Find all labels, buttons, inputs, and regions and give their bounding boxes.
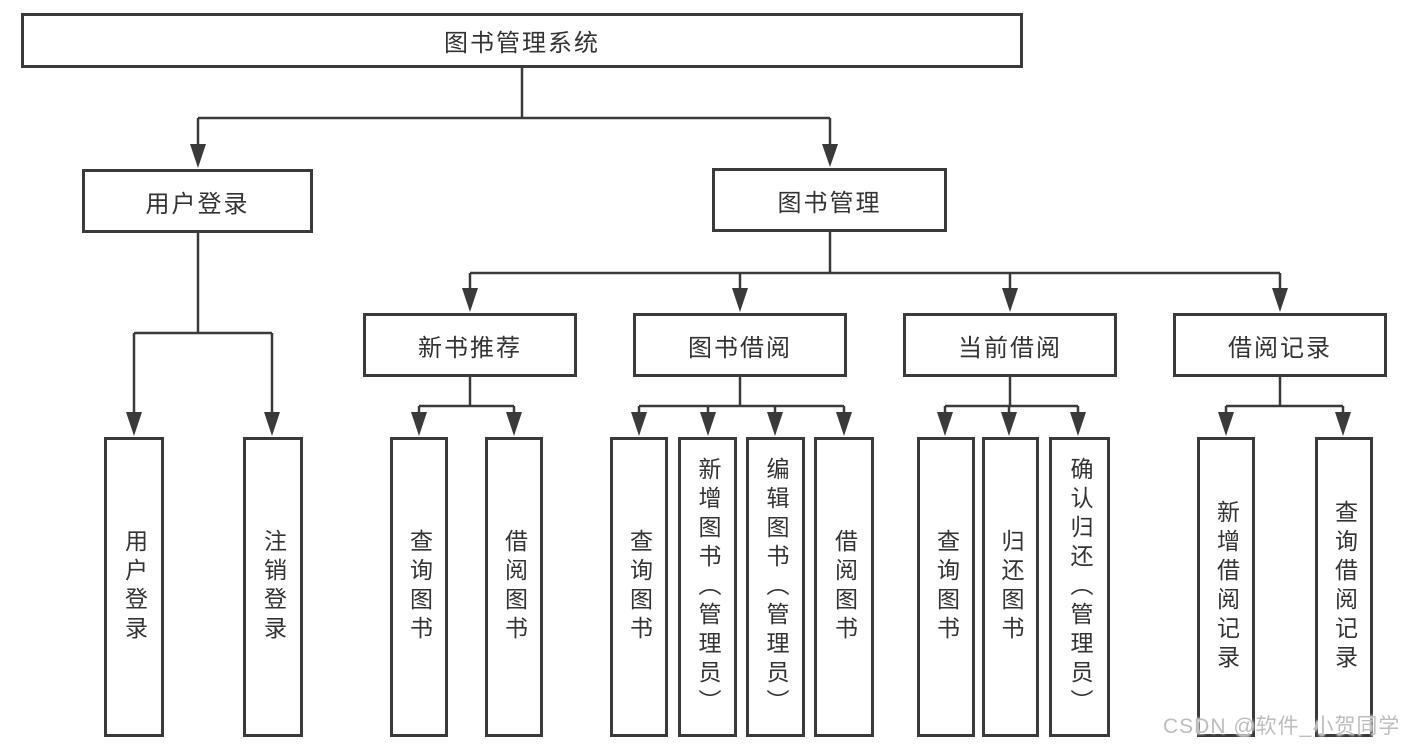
leaf-confirm-return: 确认归还（管理员） xyxy=(1049,437,1110,737)
leaf-add-book-label: 新增图书（管理员） xyxy=(695,456,721,718)
node-current-borrow: 当前借阅 xyxy=(903,313,1117,377)
leaf-borrow-book-2-label: 借阅图书 xyxy=(831,529,858,645)
node-user-login: 用户登录 xyxy=(82,169,313,233)
node-new-book-recommend: 新书推荐 xyxy=(363,313,577,377)
leaf-user-login: 用户登录 xyxy=(104,437,164,737)
node-book-management: 图书管理 xyxy=(712,168,947,232)
leaf-query-borrow-record: 查询借阅记录 xyxy=(1315,437,1373,737)
leaf-add-borrow-record-label: 新增借阅记录 xyxy=(1213,500,1240,674)
watermark: CSDN @软件_小贺同学 xyxy=(1163,715,1401,738)
leaf-add-borrow-record: 新增借阅记录 xyxy=(1197,437,1255,737)
arrowheads xyxy=(126,144,1351,436)
leaf-query-book-3: 查询图书 xyxy=(917,437,975,737)
leaf-return-book-label: 归还图书 xyxy=(998,529,1024,645)
leaf-query-book-1-label: 查询图书 xyxy=(406,529,433,645)
node-root: 图书管理系统 xyxy=(21,13,1023,68)
leaf-borrow-book-1-label: 借阅图书 xyxy=(501,529,528,645)
leaf-return-book: 归还图书 xyxy=(982,437,1039,737)
connector-paths xyxy=(132,65,1345,416)
leaf-edit-book-label: 编辑图书（管理员） xyxy=(763,456,789,718)
leaf-logout: 注销登录 xyxy=(243,437,303,737)
leaf-query-book-1: 查询图书 xyxy=(390,437,448,737)
leaf-borrow-book-2: 借阅图书 xyxy=(814,437,874,737)
leaf-query-book-2: 查询图书 xyxy=(610,437,668,737)
leaf-query-book-3-label: 查询图书 xyxy=(933,529,960,645)
node-borrow-records: 借阅记录 xyxy=(1173,313,1387,377)
node-book-borrow: 图书借阅 xyxy=(633,313,847,377)
leaf-borrow-book-1: 借阅图书 xyxy=(485,437,543,737)
leaf-confirm-return-label: 确认归还（管理员） xyxy=(1067,456,1093,718)
leaf-query-borrow-record-label: 查询借阅记录 xyxy=(1331,500,1358,674)
leaf-query-book-2-label: 查询图书 xyxy=(626,529,653,645)
leaf-add-book: 新增图书（管理员） xyxy=(678,437,737,737)
leaf-logout-label: 注销登录 xyxy=(260,529,287,645)
leaf-edit-book: 编辑图书（管理员） xyxy=(746,437,805,737)
leaf-user-login-label: 用户登录 xyxy=(121,529,148,645)
